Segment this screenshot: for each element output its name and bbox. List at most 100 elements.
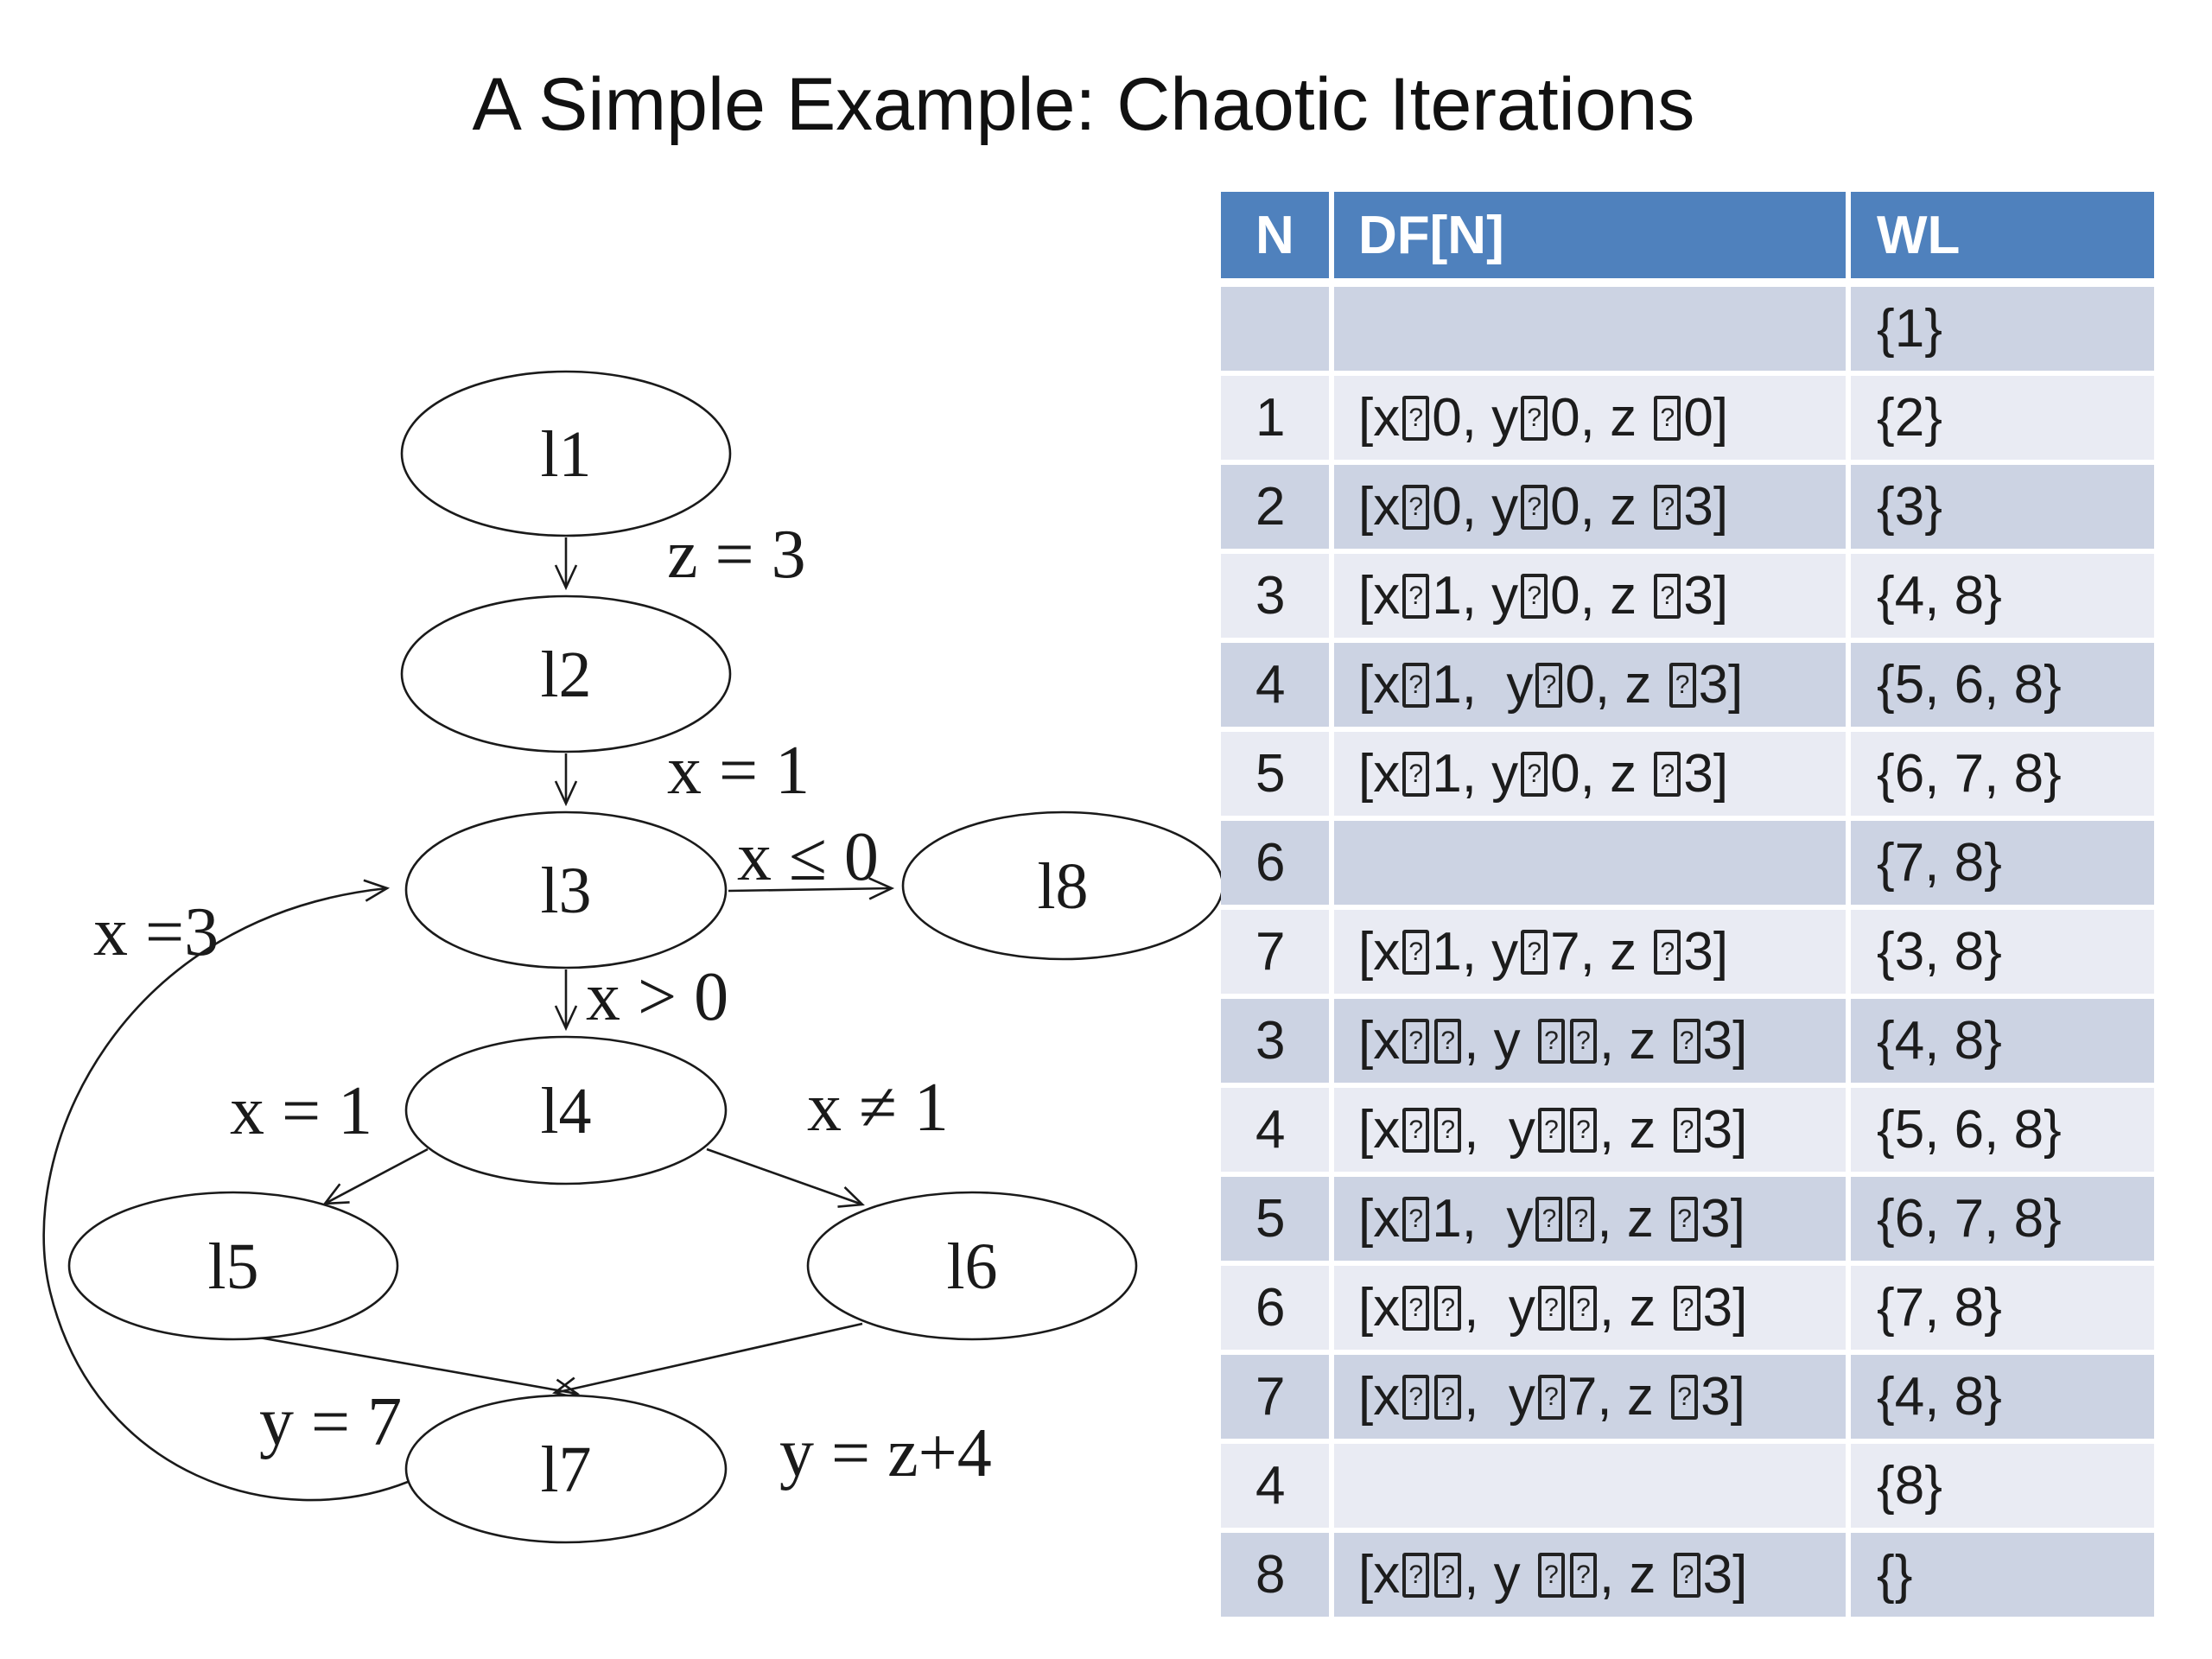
edge-label-y-equals-7: y = 7 xyxy=(259,1384,402,1460)
edge-l6-l7 xyxy=(551,1322,863,1400)
table-row: 4 [x?1, y?0, z ?3] {5, 6, 8} xyxy=(1221,643,2154,727)
table-cell-wl: {4, 8} xyxy=(1851,1355,2154,1439)
missing-glyph-box: ? xyxy=(1402,1285,1430,1331)
edge-l4-l6 xyxy=(706,1147,865,1208)
table-row: 3 [x??, y ??, z ?3] {4, 8} xyxy=(1221,999,2154,1083)
node-l6-label: l6 xyxy=(946,1230,997,1303)
table-header-wl: WL xyxy=(1851,192,2154,278)
table-cell-wl: {5, 6, 8} xyxy=(1851,643,2154,727)
table-row: 1 [x?0, y?0, z ?0] {2} xyxy=(1221,376,2154,460)
table-cell-n: 5 xyxy=(1221,732,1329,816)
node-l6-ellipse xyxy=(806,1191,1138,1341)
node-l7-label: l7 xyxy=(540,1433,591,1506)
missing-glyph-box: ? xyxy=(1402,1552,1430,1598)
edge-l3-l8 xyxy=(728,877,895,900)
node-l5: l5 xyxy=(67,1191,399,1341)
table-cell-n: 4 xyxy=(1221,1088,1329,1172)
edge-l5-l7 xyxy=(258,1336,581,1402)
table-row: 5 [x?1, y?0, z ?3] {6, 7, 8} xyxy=(1221,732,2154,816)
missing-glyph-box: ? xyxy=(1673,1552,1700,1598)
table-cell-df: [x?1, y?0, z ?3] xyxy=(1334,643,1846,727)
table-row: 7 [x??, y?7, z ?3] {4, 8} xyxy=(1221,1355,2154,1439)
table-cell-wl: {} xyxy=(1851,1533,2154,1617)
missing-glyph-box: ? xyxy=(1434,1018,1462,1064)
table-cell-df: [x?0, y?0, z ?3] xyxy=(1334,465,1846,549)
missing-glyph-box: ? xyxy=(1402,573,1430,619)
table-cell-df: [x??, y ??, z ?3] xyxy=(1334,999,1846,1083)
missing-glyph-box: ? xyxy=(1569,1552,1597,1598)
table-cell-df: [x??, y??, z ?3] xyxy=(1334,1088,1846,1172)
node-l4-ellipse xyxy=(404,1035,728,1185)
missing-glyph-box: ? xyxy=(1434,1285,1462,1331)
missing-glyph-box: ? xyxy=(1654,751,1681,797)
iterations-table: N DF[N] WL {1} 1 [x?0, y?0, z ?0] {2} 2 … xyxy=(1221,192,2154,1622)
missing-glyph-box: ? xyxy=(1673,1285,1700,1331)
table-cell-n: 5 xyxy=(1221,1177,1329,1261)
table-cell-wl: {6, 7, 8} xyxy=(1851,1177,2154,1261)
table-row: 6 [x??, y??, z ?3] {7, 8} xyxy=(1221,1266,2154,1350)
table-cell-df: [x?0, y?0, z ?0] xyxy=(1334,376,1846,460)
table-header-row: N DF[N] WL xyxy=(1221,192,2154,278)
table-cell-n: 7 xyxy=(1221,910,1329,994)
edge-label-x-gt-0: x > 0 xyxy=(586,959,728,1035)
node-l1-label: l1 xyxy=(540,418,591,491)
table-cell-wl: {2} xyxy=(1851,376,2154,460)
missing-glyph-box: ? xyxy=(1535,662,1563,708)
node-l7-ellipse xyxy=(404,1394,728,1544)
missing-glyph-box: ? xyxy=(1402,1374,1430,1420)
slide-title: A Simple Example: Chaotic Iterations xyxy=(472,63,1695,146)
table-cell-wl: {4, 8} xyxy=(1851,554,2154,638)
missing-glyph-box: ? xyxy=(1521,929,1548,975)
table-row: {1} xyxy=(1221,287,2154,371)
missing-glyph-box: ? xyxy=(1521,751,1548,797)
table-cell-n: 6 xyxy=(1221,821,1329,905)
table-cell-wl: {7, 8} xyxy=(1851,821,2154,905)
table-cell-n: 3 xyxy=(1221,999,1329,1083)
table-cell-df: [x?1, y??, z ?3] xyxy=(1334,1177,1846,1261)
table-row: 7 [x?1, y?7, z ?3] {3, 8} xyxy=(1221,910,2154,994)
missing-glyph-box: ? xyxy=(1654,484,1681,530)
missing-glyph-box: ? xyxy=(1654,929,1681,975)
table-cell-n: 1 xyxy=(1221,376,1329,460)
node-l4-label: l4 xyxy=(540,1075,591,1147)
table-cell-n: 2 xyxy=(1221,465,1329,549)
table-cell-df: [x??, y ??, z ?3] xyxy=(1334,1533,1846,1617)
table-row: 8 [x??, y ??, z ?3] {} xyxy=(1221,1533,2154,1617)
edge-l4-l5 xyxy=(322,1147,429,1205)
missing-glyph-box: ? xyxy=(1673,1018,1700,1064)
missing-glyph-box: ? xyxy=(1569,1107,1597,1153)
missing-glyph-box: ? xyxy=(1671,1374,1699,1420)
node-l5-label: l5 xyxy=(207,1230,258,1303)
node-l2-ellipse xyxy=(400,594,732,753)
missing-glyph-box: ? xyxy=(1521,395,1548,441)
edge-label-x-le-0: x ≤ 0 xyxy=(737,819,879,895)
node-l6: l6 xyxy=(806,1191,1138,1341)
edge-label-y-equals-z-plus-4: y = z+4 xyxy=(779,1415,992,1491)
table-cell-wl: {1} xyxy=(1851,287,2154,371)
missing-glyph-box: ? xyxy=(1537,1285,1565,1331)
table-cell-wl: {4, 8} xyxy=(1851,999,2154,1083)
missing-glyph-box: ? xyxy=(1402,662,1430,708)
table-cell-wl: {7, 8} xyxy=(1851,1266,2154,1350)
table-cell-wl: {3, 8} xyxy=(1851,910,2154,994)
table-cell-n xyxy=(1221,287,1329,371)
missing-glyph-box: ? xyxy=(1402,929,1430,975)
node-l3-ellipse xyxy=(404,810,728,969)
missing-glyph-box: ? xyxy=(1654,573,1681,619)
table-header-df: DF[N] xyxy=(1334,192,1846,278)
edge-label-x-equals-1-top: x = 1 xyxy=(667,733,810,809)
missing-glyph-box: ? xyxy=(1402,1196,1430,1242)
table-cell-df: [x?1, y?0, z ?3] xyxy=(1334,732,1846,816)
missing-glyph-box: ? xyxy=(1402,751,1430,797)
missing-glyph-box: ? xyxy=(1537,1552,1565,1598)
missing-glyph-box: ? xyxy=(1654,395,1681,441)
node-l5-ellipse xyxy=(67,1191,399,1341)
table-row: 3 [x?1, y?0, z ?3] {4, 8} xyxy=(1221,554,2154,638)
node-l1-ellipse xyxy=(400,370,732,537)
missing-glyph-box: ? xyxy=(1669,662,1696,708)
table-cell-wl: {8} xyxy=(1851,1444,2154,1528)
missing-glyph-box: ? xyxy=(1402,1018,1430,1064)
edge-label-z-equals-3: z = 3 xyxy=(667,517,806,593)
table-row: 4 {8} xyxy=(1221,1444,2154,1528)
